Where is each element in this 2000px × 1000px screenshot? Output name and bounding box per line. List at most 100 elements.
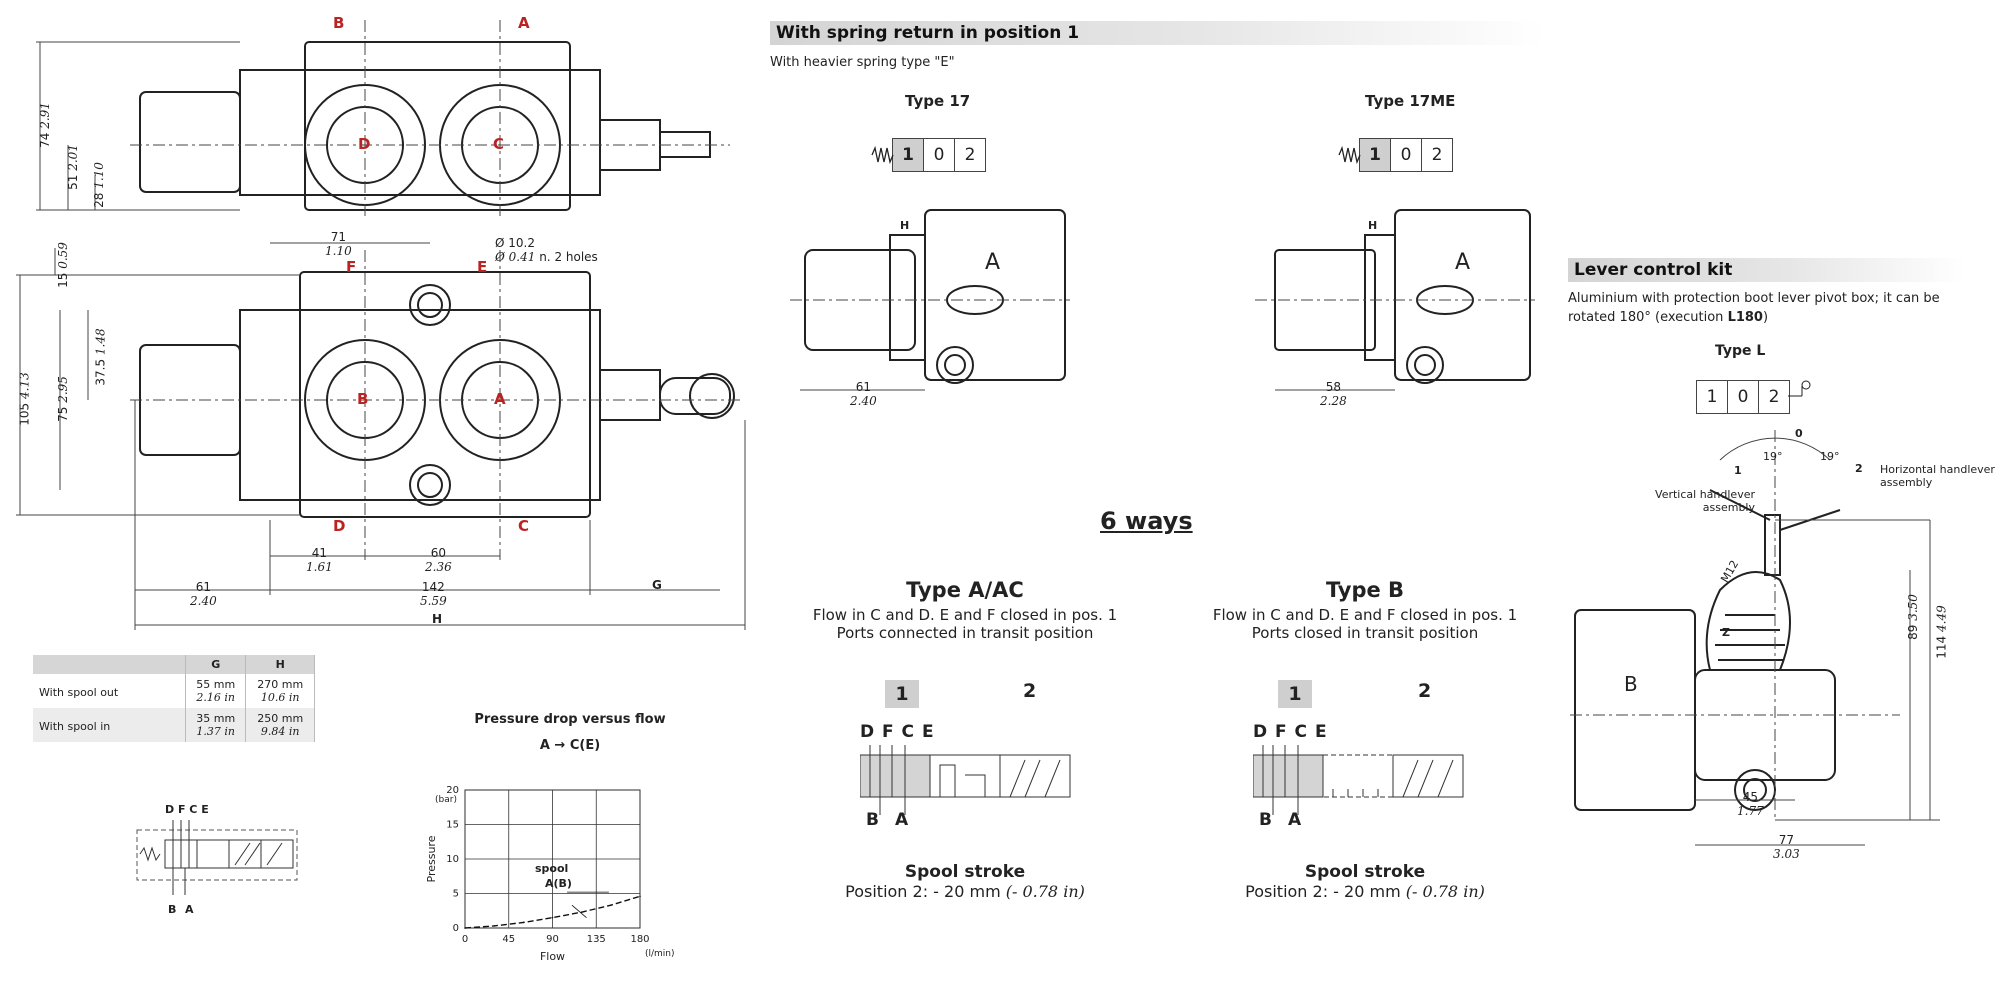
type-a-spool-stroke: Spool stroke Position 2: - 20 mm (- 0.78… <box>845 862 1085 901</box>
header-h: H <box>245 655 315 674</box>
port-label-c-bottom: C <box>518 517 530 535</box>
chart-ytick-label: 15 <box>446 820 459 831</box>
type-b-spool-symbol <box>1253 745 1464 815</box>
chart-ytick-label: 5 <box>453 889 459 900</box>
valve-top-view-drawing <box>16 20 746 630</box>
chart-subtitle: A → C(E) <box>539 738 601 753</box>
type-a-port-a: A <box>895 810 909 830</box>
type-a-pos1: 1 <box>885 680 919 708</box>
chart-ytick-label: 20 <box>446 785 459 796</box>
lever-b-label: B <box>1624 672 1638 696</box>
chart-ylabel: Pressure <box>425 835 438 882</box>
lever-dim-89: 89 3.50 <box>1905 594 1920 640</box>
chart-data-point <box>580 911 583 913</box>
lever-angle-2: 19° <box>1820 450 1840 463</box>
chart-ytick-label: 0 <box>453 923 459 934</box>
chart-annotation-spool: spool <box>535 862 569 875</box>
type-b-spool-stroke: Spool stroke Position 2: - 20 mm (- 0.78… <box>1245 862 1485 901</box>
type-b-pos2: 2 <box>1418 680 1432 702</box>
spring-icon <box>871 145 894 165</box>
type17-title: Type 17 <box>905 92 971 110</box>
dim-28: 28 1.10 <box>91 162 106 208</box>
port-label-a-front: A <box>494 390 506 408</box>
lever-pos-2: 2 <box>1855 462 1863 475</box>
chart-xtick-label: 90 <box>546 934 559 945</box>
chart-yunit: (bar) <box>435 795 457 805</box>
chart-xlabel: Flow <box>540 950 565 963</box>
port-label-d-bottom: D <box>333 517 346 535</box>
chart-xtick-label: 0 <box>462 934 468 945</box>
type-b-port-b: B <box>1259 810 1272 830</box>
type-a-description: Type A/AC Flow in C and D. E and F close… <box>812 578 1118 642</box>
port-label-b-front: B <box>357 390 369 408</box>
type17-label-h: H <box>900 219 910 232</box>
dim-15: 15 0.59 <box>55 242 70 288</box>
port-label-c: C <box>493 135 505 153</box>
spring-return-subtitle: With heavier spring type "E" <box>770 55 955 70</box>
type-l-position-symbol: 1 0 2 <box>1696 380 1790 414</box>
header-g: G <box>185 655 247 674</box>
small-symbol-top-ports: D F C E <box>165 803 209 816</box>
small-symbol-port-a: A <box>185 903 194 916</box>
small-symbol-port-b: B <box>168 903 177 916</box>
port-label-d: D <box>358 135 371 153</box>
dim-75: 75 2.95 <box>55 376 70 422</box>
type17me-title: Type 17ME <box>1365 92 1456 110</box>
lever-angle-1: 19° <box>1763 450 1783 463</box>
chart-annotation-ab: A(B) <box>545 877 572 890</box>
type17-position-symbol: 1 0 2 <box>892 138 986 172</box>
port-label-f: F <box>346 258 357 276</box>
lever-dim-114: 114 4.49 <box>1934 605 1949 659</box>
lever-kit-drawing <box>1570 430 1940 846</box>
spring-return-section-title: With spring return in position 1 <box>770 21 1546 45</box>
type17me-label-h: H <box>1368 219 1378 232</box>
type-a-spool-symbol <box>860 745 1071 815</box>
chart-data-point <box>493 925 495 927</box>
lever-kit-title: Lever control kit <box>1568 258 1966 282</box>
chart-xtick-label: 45 <box>502 934 515 945</box>
chart-data-point <box>464 927 466 929</box>
type-a-top-ports: D F C E <box>860 722 935 742</box>
table-header-row: G H <box>33 655 315 674</box>
type-b-pos1: 1 <box>1278 680 1312 708</box>
lever-pos-0: 0 <box>1795 427 1803 440</box>
chart-data-point <box>610 904 612 907</box>
type17me-label-a: A <box>1455 250 1471 275</box>
chart-xtick-label: 180 <box>630 934 649 945</box>
dim-105: 105 4.13 <box>17 372 32 426</box>
spring-icon <box>1338 145 1361 165</box>
type-b-port-a: A <box>1288 810 1302 830</box>
chart-annotation-leader <box>571 904 587 918</box>
chart-xtick-label: 135 <box>587 934 606 945</box>
chart-title: Pressure drop versus flow <box>474 712 666 727</box>
chart-ytick-label: 10 <box>446 854 459 865</box>
type-b-top-ports: D F C E <box>1253 722 1328 742</box>
chart-data-point <box>551 916 554 919</box>
six-ways-heading: 6 ways <box>1100 507 1193 535</box>
type17-drawing <box>790 209 1070 391</box>
type-l-title: Type L <box>1715 343 1766 359</box>
small-hydraulic-symbol <box>136 820 298 895</box>
type17-label-a: A <box>985 250 1001 275</box>
type17me-drawing <box>1255 209 1535 391</box>
dim-74: 74 2.91 <box>37 102 52 148</box>
dim-g: G <box>652 578 662 592</box>
lever-kit-description: Aluminium with protection boot lever piv… <box>1568 291 1940 325</box>
chart-data-point <box>522 921 525 924</box>
port-label-e: E <box>477 258 488 276</box>
chart-xunit: (l/min) <box>645 949 675 959</box>
type17me-position-symbol: 1 0 2 <box>1359 138 1453 172</box>
